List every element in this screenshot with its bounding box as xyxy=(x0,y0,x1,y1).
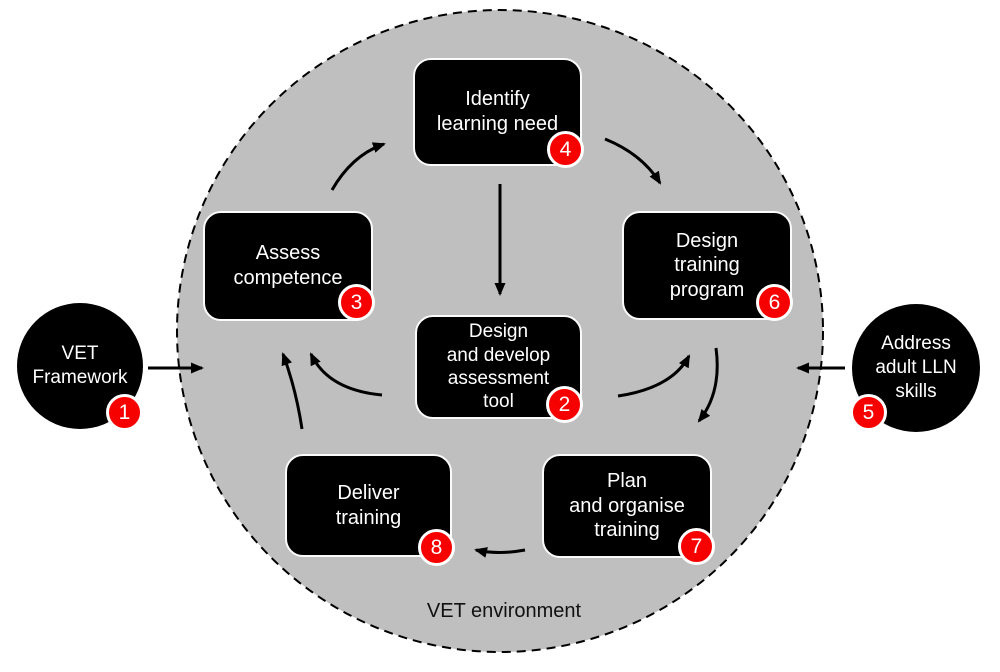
node-identify-learning-need-label: Identify learning need xyxy=(436,88,559,135)
node-address-adult-lln-skills-label: Address adult LLN skills xyxy=(875,332,957,403)
node-plan-organise-training-label: Plan and organise training xyxy=(569,470,685,542)
node-vet-framework: VET Framework 1 xyxy=(17,303,143,431)
arrow-deliver-to-assess xyxy=(281,352,304,430)
arrow-plan-to-deliver xyxy=(474,547,526,558)
step-badge-1: 1 xyxy=(106,394,143,431)
arrow-design-program-to-plan xyxy=(697,347,719,423)
node-deliver-training: Deliver training 8 xyxy=(285,454,455,566)
step-badge-7: 7 xyxy=(678,528,715,565)
arrow-assessment-tool-to-assess xyxy=(309,352,383,397)
node-assess-competence: Assess competence 3 xyxy=(203,211,375,321)
node-design-training-program-label: Design training program xyxy=(669,229,745,301)
node-design-develop-assessment-tool-label: Design and develop assessment tool xyxy=(446,321,551,413)
step-badge-3: 3 xyxy=(338,284,375,321)
node-deliver-training-label: Deliver training xyxy=(335,481,402,529)
step-badge-5: 5 xyxy=(850,394,887,431)
arrow-assess-to-identify xyxy=(330,142,386,191)
node-design-develop-assessment-tool: Design and develop assessment tool 2 xyxy=(415,315,583,423)
node-vet-framework-label: VET Framework xyxy=(32,342,128,388)
step-badge-8: 8 xyxy=(418,529,455,566)
step-badge-4: 4 xyxy=(547,131,584,168)
arrow-assessment-tool-to-design-program xyxy=(617,354,691,398)
node-identify-learning-need: Identify learning need 4 xyxy=(413,58,584,168)
vet-environment-label: VET environment xyxy=(426,600,582,622)
node-plan-organise-training: Plan and organise training 7 xyxy=(542,454,715,565)
node-design-training-program: Design training program 6 xyxy=(622,211,793,321)
node-assess-competence-label: Assess competence xyxy=(233,242,343,289)
step-badge-6: 6 xyxy=(756,284,793,321)
step-badge-2: 2 xyxy=(546,386,583,423)
arrow-identify-to-design-program xyxy=(604,137,662,185)
node-address-adult-lln-skills: Address adult LLN skills 5 xyxy=(850,304,980,432)
